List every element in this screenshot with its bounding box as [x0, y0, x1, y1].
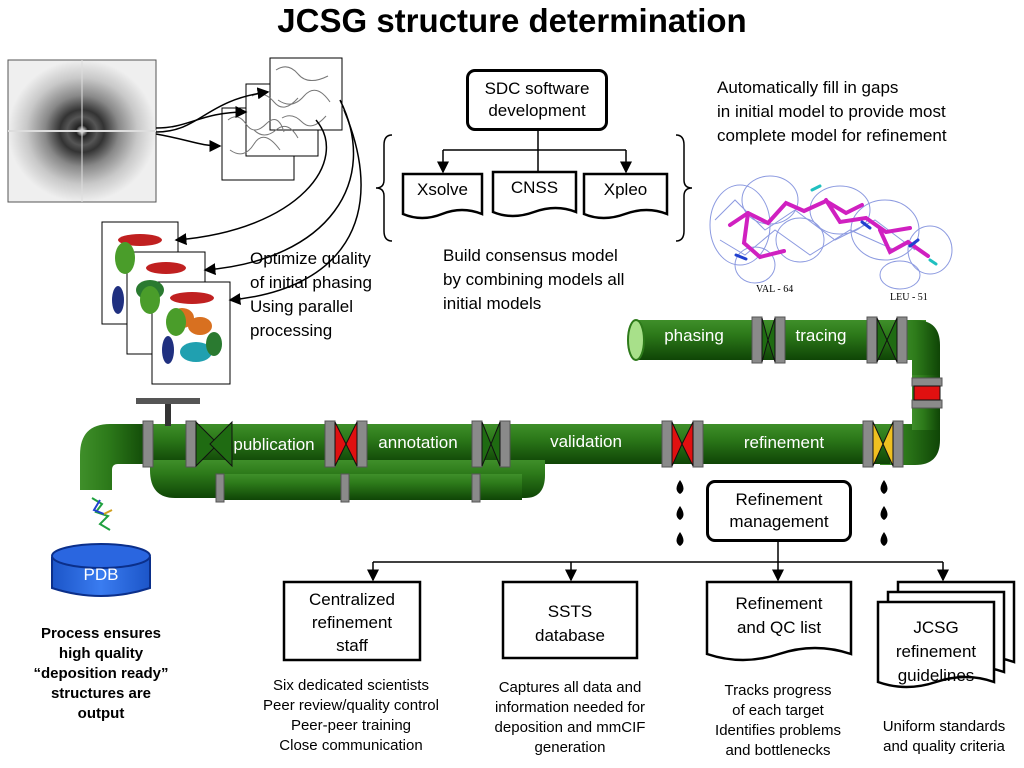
guidelines-desc-2: and quality criteria — [883, 738, 1005, 755]
stage-validation: validation — [550, 432, 622, 451]
guidelines-desc-1: Uniform standards — [882, 718, 1006, 735]
density-mesh-image — [709, 175, 953, 290]
right-brace — [675, 134, 693, 242]
qc-desc-3: Identifies problems — [715, 722, 841, 739]
diffraction-image — [7, 59, 157, 203]
program-docs — [401, 170, 669, 220]
staff-title-1: Centralized — [309, 590, 395, 609]
sdc-line-1: SDC software — [484, 79, 590, 98]
ssts-desc-1: Captures all data and — [498, 679, 642, 696]
qc-desc-4: and bottlenecks — [725, 742, 831, 759]
qc-title-1: Refinement — [735, 594, 823, 613]
phasing-line-4: processing — [250, 321, 333, 340]
density-map-stack — [221, 57, 343, 181]
ssts-title-1: SSTS — [547, 602, 593, 621]
qc-desc-1: Tracks progress — [724, 682, 832, 699]
staff-title-2: refinement — [311, 613, 393, 632]
stage-phasing: phasing — [664, 326, 724, 345]
stage-annotation: annotation — [378, 433, 458, 452]
staff-desc-1: Six dedicated scientists — [273, 677, 429, 694]
rm-line-2: management — [729, 512, 829, 531]
program-xsolve: Xsolve — [416, 180, 469, 199]
component-qc-desc: Tracks progress of each target Identifie… — [690, 681, 866, 761]
gap-fill-line-1: Automatically fill in gaps — [717, 78, 899, 97]
stage-publication: publication — [233, 435, 315, 454]
pipeline-graphic — [80, 316, 943, 546]
qc-title-2: and QC list — [736, 618, 822, 637]
ssts-desc-2: information needed for — [494, 699, 646, 716]
component-guidelines-desc: Uniform standards and quality criteria — [866, 717, 1022, 757]
output-line-5: output — [77, 705, 125, 722]
sdc-line-2: development — [488, 101, 586, 120]
program-xpleo: Xpleo — [603, 180, 648, 199]
output-line-1: Process ensures — [40, 625, 162, 642]
component-qc-title: Refinement and QC list — [707, 592, 851, 640]
gap-fill-line-3: complete model for refinement — [717, 126, 947, 145]
gap-fill-note: Automatically fill in gaps in initial mo… — [717, 76, 1017, 148]
pdb-cylinder — [51, 543, 151, 597]
component-staff-desc: Six dedicated scientists Peer review/qua… — [238, 676, 464, 756]
component-ssts-title: SSTS database — [503, 600, 637, 648]
component-staff-title: Centralized refinement staff — [284, 588, 420, 657]
staff-desc-3: Peer-peer training — [290, 717, 412, 734]
output-line-2: high quality — [58, 645, 144, 662]
ssts-desc-4: generation — [534, 739, 606, 756]
stage-refinement: refinement — [743, 433, 825, 452]
component-docs — [282, 580, 1016, 689]
qc-desc-2: of each target — [732, 702, 824, 719]
consensus-note: Build consensus model by combining model… — [443, 244, 673, 316]
sdc-software-box: SDC software development — [466, 69, 608, 131]
output-line-4: structures are — [50, 685, 152, 702]
left-brace — [375, 134, 393, 242]
ssts-title-2: database — [535, 626, 605, 645]
density-label-val: VAL - 64 — [756, 284, 794, 295]
ssts-desc-3: deposition and mmCIF — [494, 719, 646, 736]
density-label-leu: LEU - 51 — [890, 292, 928, 303]
consensus-line-3: initial models — [443, 294, 542, 313]
pdb-label: PDB — [83, 565, 119, 584]
guidelines-title-1: JCSG — [913, 618, 959, 637]
staff-title-3: staff — [336, 636, 368, 655]
stage-tracing: tracing — [795, 326, 847, 345]
rm-line-1: Refinement — [735, 490, 823, 509]
component-guidelines-title: JCSG refinement guidelines — [878, 616, 994, 688]
component-ssts-desc: Captures all data and information needed… — [470, 678, 670, 758]
program-cnss: CNSS — [510, 178, 559, 197]
phasing-line-3: Using parallel — [250, 297, 353, 316]
consensus-line-2: by combining models all — [443, 270, 625, 289]
guidelines-title-3: guidelines — [897, 666, 975, 685]
refinement-management-box: Refinement management — [706, 480, 852, 542]
output-note: Process ensures high quality “deposition… — [18, 624, 184, 724]
phasing-line-2: of initial phasing — [250, 273, 372, 292]
ribbon-model-stack — [101, 221, 231, 385]
staff-desc-2: Peer review/quality control — [263, 697, 439, 714]
consensus-line-1: Build consensus model — [443, 246, 618, 265]
page-title: JCSG structure determination — [277, 2, 747, 39]
gap-fill-line-2: in initial model to provide most — [717, 102, 946, 121]
staff-desc-4: Close communication — [279, 737, 423, 754]
phasing-line-1: Optimize quality — [250, 249, 371, 268]
output-line-3: “deposition ready” — [33, 665, 169, 682]
phasing-note: Optimize quality of initial phasing Usin… — [250, 247, 410, 343]
guidelines-title-2: refinement — [895, 642, 977, 661]
